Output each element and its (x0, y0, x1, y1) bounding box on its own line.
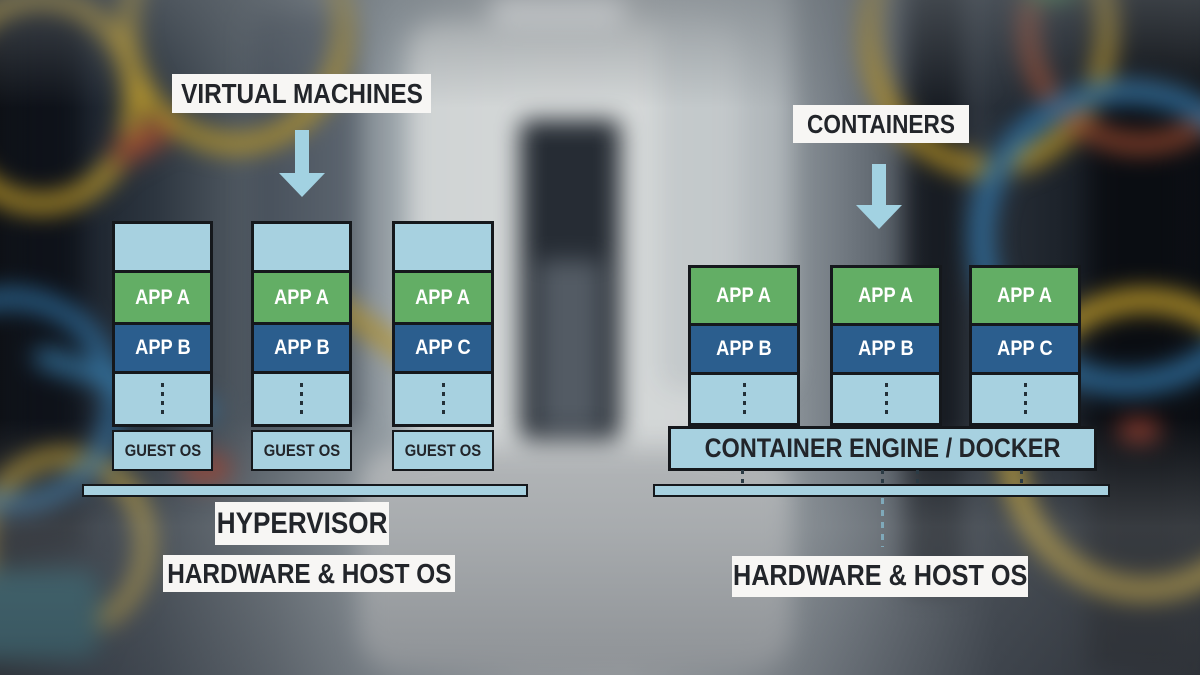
app-label: APP A (274, 285, 329, 309)
container-stack: APP A APP C (969, 265, 1081, 426)
vm-stack: APP A APP B (251, 221, 352, 427)
down-arrow-icon (279, 130, 325, 197)
arrow-shaft (295, 130, 309, 174)
guest-os-box: GUEST OS (251, 430, 352, 471)
containers-title-text: CONTAINERS (807, 108, 955, 139)
app-c-box: APP C (395, 322, 491, 371)
app-label: APP A (997, 283, 1053, 307)
app-a-box: APP A (833, 268, 939, 323)
hypervisor-label-text: HYPERVISOR (216, 506, 388, 540)
hypervisor-bar (82, 484, 528, 497)
app-a-box: APP A (254, 270, 349, 322)
vertical-ellipsis-icon (441, 383, 445, 415)
vertical-ellipsis-icon (300, 383, 303, 415)
app-label: APP B (858, 337, 914, 360)
hardware-host-os-text: HARDWARE & HOST OS (166, 557, 452, 589)
app-b-box: APP B (691, 323, 797, 372)
container-stack: APP A APP B (830, 265, 942, 426)
container-engine-text: CONTAINER ENGINE / DOCKER (704, 433, 1061, 463)
guest-os-label: GUEST OS (124, 440, 201, 460)
app-label: APP C (415, 336, 471, 359)
app-label: APP A (716, 283, 772, 307)
dashed-connector (741, 470, 744, 484)
ellipsis-box (115, 371, 210, 424)
app-a-box: APP A (115, 270, 210, 322)
ellipsis-box (691, 372, 797, 423)
container-engine-bar: CONTAINER ENGINE / DOCKER (668, 426, 1097, 471)
arrow-shaft (872, 164, 886, 206)
app-c-box: APP C (972, 323, 1078, 372)
vm-stack: APP A APP C (392, 221, 494, 427)
vertical-ellipsis-icon (742, 383, 746, 415)
vm-spare-box (395, 224, 491, 270)
app-b-box: APP B (115, 322, 210, 371)
virtual-machines-title: VIRTUAL MACHINES (172, 74, 431, 113)
vm-spare-box (254, 224, 349, 270)
ellipsis-box (395, 371, 491, 424)
vertical-ellipsis-icon (884, 383, 888, 415)
ellipsis-box (833, 372, 939, 423)
hardware-host-os-label: HARDWARE & HOST OS (163, 555, 455, 592)
guest-os-label: GUEST OS (404, 440, 482, 460)
ellipsis-box (254, 371, 349, 424)
guest-os-box: GUEST OS (392, 430, 494, 471)
app-label: APP A (415, 285, 471, 309)
hardware-host-os-label: HARDWARE & HOST OS (732, 556, 1028, 597)
ellipsis-box (972, 372, 1078, 423)
hypervisor-label: HYPERVISOR (215, 502, 389, 545)
host-os-bar (653, 484, 1110, 497)
vertical-ellipsis-icon (161, 383, 164, 415)
virtual-machines-title-text: VIRTUAL MACHINES (180, 77, 423, 109)
arrow-head (856, 205, 902, 229)
dashed-connector (1020, 470, 1023, 484)
container-stack: APP A APP B (688, 265, 800, 426)
dashed-connector (881, 498, 884, 547)
app-label: APP B (134, 336, 191, 359)
app-a-box: APP A (395, 270, 491, 322)
app-b-box: APP B (254, 322, 349, 371)
dashed-connector (916, 470, 919, 484)
down-arrow-icon (856, 164, 902, 229)
guest-os-label: GUEST OS (263, 440, 340, 460)
app-label: APP C (997, 337, 1053, 360)
vm-stack: APP A APP B (112, 221, 213, 427)
vertical-ellipsis-icon (1023, 383, 1027, 415)
app-label: APP A (135, 285, 190, 309)
app-label: APP B (716, 337, 772, 360)
app-label: APP B (273, 336, 330, 359)
app-label: APP A (858, 283, 914, 307)
hardware-host-os-text: HARDWARE & HOST OS (732, 560, 1028, 592)
app-a-box: APP A (972, 268, 1078, 323)
dashed-connector (881, 470, 884, 484)
app-b-box: APP B (833, 323, 939, 372)
app-a-box: APP A (691, 268, 797, 323)
vm-spare-box (115, 224, 210, 270)
containers-title: CONTAINERS (793, 105, 969, 143)
guest-os-box: GUEST OS (112, 430, 213, 471)
arrow-head (279, 173, 325, 197)
